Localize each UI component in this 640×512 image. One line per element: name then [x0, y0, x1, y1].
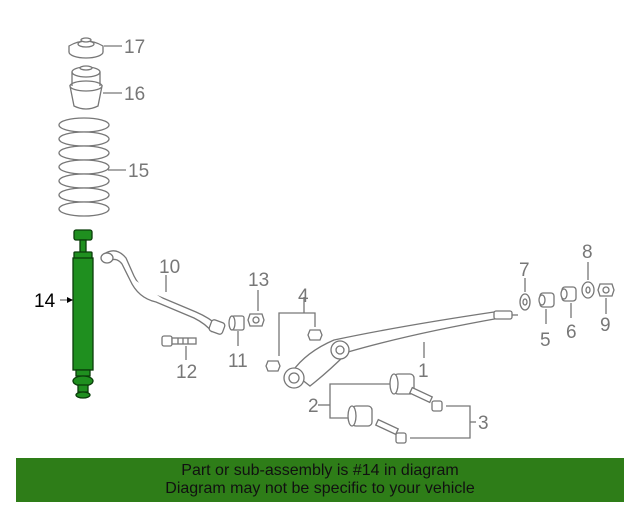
- info-banner: Part or sub-assembly is #14 in diagram D…: [16, 458, 624, 502]
- part-13-nut[interactable]: [247, 313, 265, 327]
- part-3-bolt[interactable]: [374, 386, 443, 444]
- callout-9[interactable]: 9: [600, 315, 611, 336]
- part-2-bushing[interactable]: [347, 373, 415, 427]
- part-6-bushing[interactable]: [560, 286, 577, 302]
- part-15-coil-spring[interactable]: [58, 117, 110, 217]
- banner-line-2: Diagram may not be specific to your vehi…: [165, 480, 475, 497]
- callout-8[interactable]: 8: [582, 242, 593, 263]
- part-16-bump-stop[interactable]: [69, 65, 103, 110]
- part-9-nut[interactable]: [597, 283, 615, 297]
- part-7-washer[interactable]: [519, 293, 531, 311]
- part-4-nut[interactable]: [265, 329, 323, 372]
- callout-11[interactable]: 11: [228, 351, 248, 372]
- part-5-bushing[interactable]: [538, 292, 555, 308]
- callout-6[interactable]: 6: [566, 322, 577, 343]
- leader-4: [278, 312, 316, 356]
- part-17-spring-seat[interactable]: [68, 37, 104, 59]
- callout-15[interactable]: 15: [128, 161, 149, 182]
- callout-10[interactable]: 10: [159, 257, 180, 278]
- banner-line-1: Part or sub-assembly is #14 in diagram: [181, 462, 459, 479]
- part-11-bushing[interactable]: [228, 315, 245, 331]
- part-14-shock-absorber[interactable]: [72, 229, 94, 399]
- part-8-washer[interactable]: [581, 281, 595, 299]
- callout-17[interactable]: 17: [124, 37, 145, 58]
- callout-13[interactable]: 13: [248, 270, 269, 291]
- part-1-control-arm[interactable]: [283, 310, 518, 389]
- leader-2: [329, 383, 390, 419]
- callout-7[interactable]: 7: [519, 260, 530, 281]
- callout-5[interactable]: 5: [540, 330, 551, 351]
- part-12-bolt[interactable]: [161, 335, 197, 347]
- part-10-stabilizer-bar[interactable]: [100, 250, 226, 335]
- callout-14[interactable]: 14: [34, 291, 56, 312]
- callout-2[interactable]: 2: [308, 396, 319, 417]
- callout-16[interactable]: 16: [124, 84, 145, 105]
- callout-3[interactable]: 3: [478, 413, 489, 434]
- callout-1[interactable]: 1: [418, 361, 429, 382]
- arrow-14: [67, 297, 73, 303]
- callout-12[interactable]: 12: [176, 362, 197, 383]
- callout-4[interactable]: 4: [298, 286, 309, 307]
